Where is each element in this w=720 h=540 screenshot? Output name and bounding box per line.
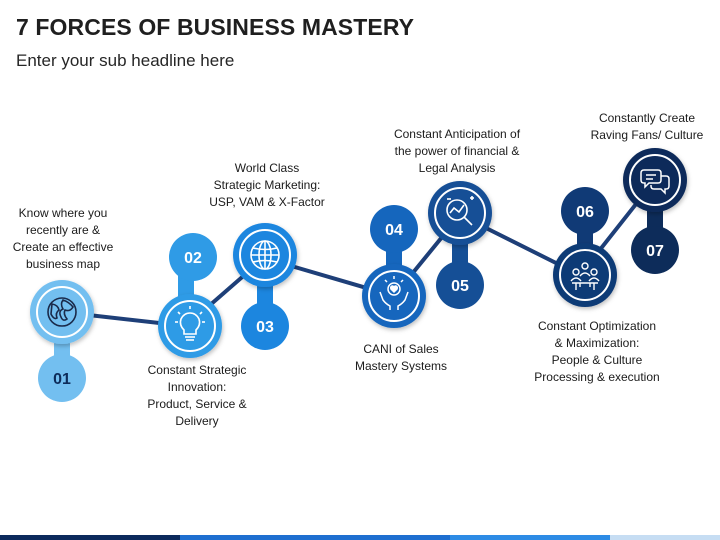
step-04: 04 [362, 205, 426, 328]
step-01: 01 [30, 280, 94, 402]
footer-color-bar [0, 535, 720, 540]
step-04-caption: CANI of Sales Mastery Systems [354, 342, 447, 373]
step-02-number: 02 [184, 250, 202, 267]
step-05-number: 05 [451, 278, 469, 295]
step-07-number: 07 [646, 243, 664, 260]
step-02-icon-circle [158, 294, 222, 358]
step-04-number: 04 [385, 222, 403, 239]
step-03-number-circle [241, 302, 289, 350]
step-06-caption: Constant Optimization & Maximization: Pe… [534, 319, 660, 384]
step-01-link [54, 340, 70, 358]
step-03: 03 [233, 223, 297, 350]
step-02-number-circle [169, 233, 217, 281]
step-01-icon-circle [30, 280, 94, 344]
hands-heart-icon [379, 276, 409, 310]
step-02: 02 [158, 233, 222, 358]
step-03-caption: World Class Strategic Marketing: USP, VA… [209, 161, 325, 209]
step-03-number: 03 [256, 319, 274, 336]
magnifier-chart-icon [446, 196, 474, 226]
step-06-icon-circle [553, 243, 617, 307]
step-06-number: 06 [576, 204, 594, 221]
step-02-caption: Constant Strategic Innovation: Product, … [147, 363, 247, 428]
step-01-caption: Know where you recently are & Create an … [12, 206, 114, 271]
step-06: 06 [553, 187, 617, 307]
page-subtitle: Enter your sub headline here [16, 51, 235, 70]
step-04-icon-circle [362, 264, 426, 328]
step-06-number-circle [561, 187, 609, 235]
globe-grid-icon [250, 240, 280, 270]
lightbulb-icon [175, 306, 205, 341]
step-01-number: 01 [53, 371, 71, 388]
step-05-number-circle [436, 261, 484, 309]
step-04-number-circle [370, 205, 418, 253]
step-07-caption: Constantly Create Raving Fans/ Culture [590, 111, 704, 142]
step-07-number-circle [631, 226, 679, 274]
step-05-icon-circle [428, 181, 492, 245]
chat-bubbles-icon [640, 169, 670, 195]
step-07-icon-circle [623, 148, 687, 212]
page-title: 7 FORCES OF BUSINESS MASTERY [16, 14, 415, 40]
step-07: 07 [623, 148, 687, 274]
step-05: 05 [428, 181, 492, 309]
step-05-caption: Constant Anticipation of the power of fi… [393, 127, 521, 175]
step-01-number-circle [38, 354, 86, 402]
globe-icon [47, 297, 77, 327]
meeting-people-icon [570, 262, 600, 290]
